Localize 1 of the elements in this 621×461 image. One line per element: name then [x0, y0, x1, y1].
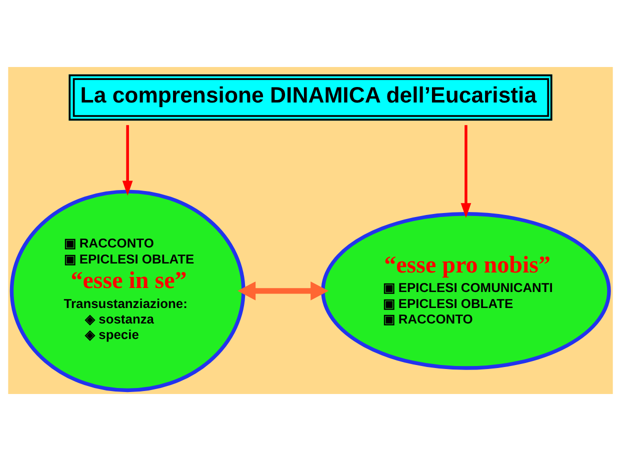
diagram-title: La comprensione DINAMICA dell’Eucaristia [80, 82, 537, 108]
